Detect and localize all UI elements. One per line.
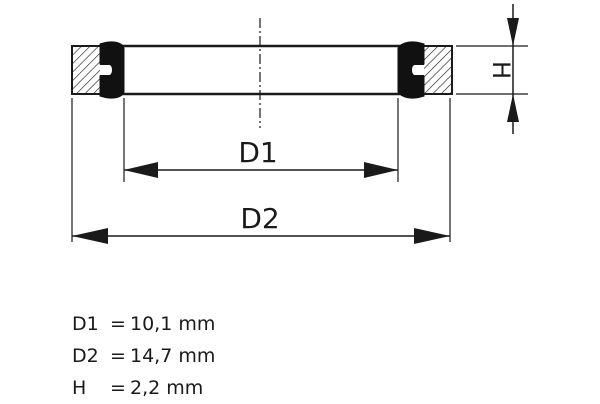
left-seal-notch <box>100 63 114 77</box>
spec-line-d1: D1 =10,1 mm <box>72 308 215 340</box>
dimension-specs: D1=10,1 mm D2=14,7 mm H=2,2 mm <box>72 308 215 404</box>
h-label: H <box>487 61 515 79</box>
spec-value: 2,2 mm <box>130 377 204 399</box>
left-metal-section <box>71 45 105 95</box>
ring-body <box>118 44 404 96</box>
spec-value: 10,1 mm <box>130 313 216 335</box>
spec-value: 14,7 mm <box>130 345 216 367</box>
spec-equals: = <box>110 313 126 335</box>
d1-arrow-right <box>364 162 398 178</box>
spec-name: D2 <box>72 345 99 367</box>
d1-label: D1 <box>238 136 277 169</box>
spec-name: H <box>72 377 87 399</box>
h-arrow-bottom <box>507 94 519 122</box>
spec-equals: = <box>110 377 126 399</box>
h-arrow-top <box>507 18 519 46</box>
d2-arrow-left <box>72 228 108 244</box>
d2-arrow-right <box>414 228 450 244</box>
d2-label: D2 <box>240 202 279 235</box>
right-metal-section <box>419 45 453 95</box>
spec-line-h: H =2,2 mm <box>72 372 215 404</box>
spec-line-d2: D2 =14,7 mm <box>72 340 215 372</box>
d1-arrow-left <box>124 162 158 178</box>
right-seal-notch <box>410 63 424 77</box>
spec-name: D1 <box>72 313 99 335</box>
spec-equals: = <box>110 345 126 367</box>
